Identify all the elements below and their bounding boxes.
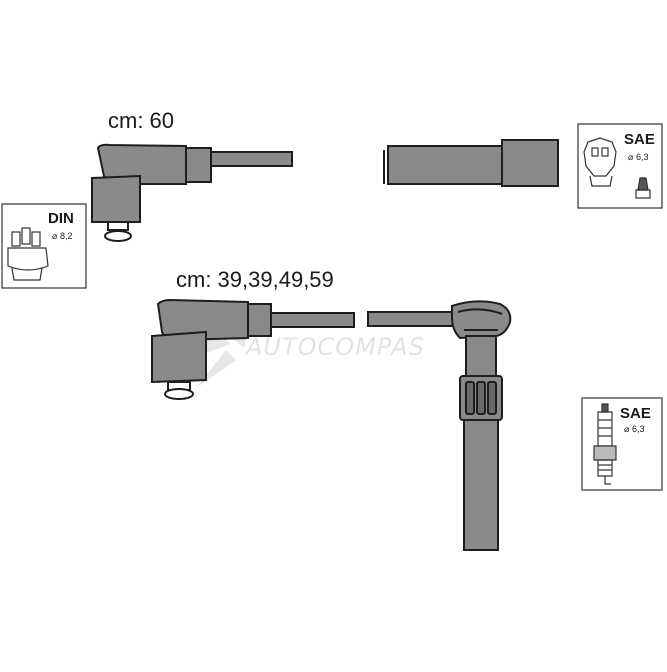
cable-2: [151, 298, 512, 551]
cable-1: [91, 139, 559, 242]
cable-2-wire-left: [267, 312, 355, 328]
sae-spark-plug-box: SAE ⌀ 6,3: [581, 397, 663, 491]
cable-2-length-label: cm: 39,39,49,59: [176, 267, 334, 292]
cable-2-plug-boot-shaft: [463, 419, 499, 551]
cable-2-wire-right: [367, 311, 457, 327]
din-standard-label: DIN: [48, 210, 74, 227]
cable-1-wire-left: [207, 151, 293, 167]
sae-distributor-diameter-symbol: ⌀: [628, 153, 634, 163]
cable-1-length-label: cm: 60: [108, 108, 174, 133]
spark-plug-icon: [593, 403, 617, 485]
cable-2-terminal-icon: [164, 381, 194, 400]
cable-2-boot-vertical: [151, 330, 207, 384]
cable-1-terminal-icon: [104, 221, 132, 242]
din-connector-box: DIN ⌀ 8,2: [1, 203, 87, 289]
cable-1-distributor-boot: [501, 139, 559, 187]
cable-1-wire-right: [387, 145, 505, 185]
cable-2-plug-boot-head: [451, 300, 512, 340]
din-diameter-value: 8,2: [60, 231, 73, 241]
sae-distributor-diameter-value: 6,3: [636, 152, 649, 162]
sae-plug-standard-label: SAE: [620, 405, 651, 422]
sae-distributor-box: SAE ⌀ 6,3: [577, 123, 663, 209]
din-diameter-symbol: ⌀: [52, 232, 58, 242]
sae-plug-diameter-value: 6,3: [632, 424, 645, 434]
sae-distributor-standard-label: SAE: [624, 131, 655, 148]
sae-plug-diameter-symbol: ⌀: [624, 425, 630, 435]
cable-1-boot-vertical: [91, 174, 141, 223]
sae-distributor-cap-icon: [583, 137, 651, 199]
cable-1-boot-sleeve: [182, 147, 212, 183]
cable-2-plug-boot-neck: [465, 335, 497, 377]
din-distributor-cap-icon: [7, 227, 49, 281]
watermark-text: AUTOCOMPAS: [244, 333, 425, 361]
